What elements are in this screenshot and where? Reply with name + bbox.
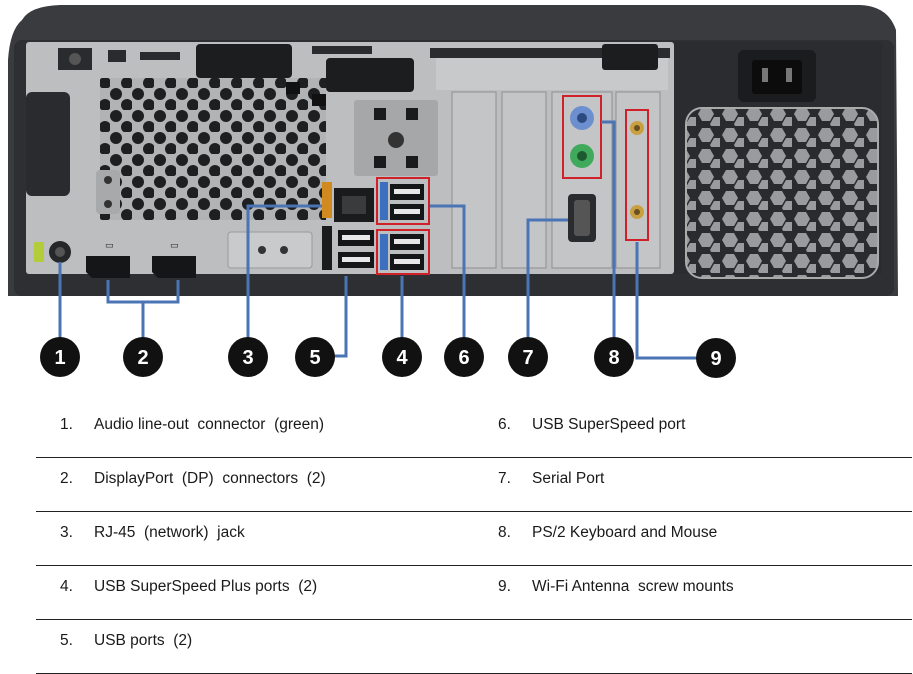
callout-number: 4	[396, 347, 408, 369]
callout-circle	[123, 337, 163, 377]
side-slot	[96, 170, 120, 214]
legend-item-1: 1.Audio line-out connector (green)	[60, 416, 325, 433]
svg-text:▭: ▭	[170, 241, 179, 251]
legend-row: 5.USB ports (2)	[36, 620, 912, 674]
callout-badge-8: 8	[594, 337, 634, 377]
usb-superspeed-port[interactable]	[376, 177, 430, 225]
callout-badge-4: 4	[382, 337, 422, 377]
usb-ports[interactable]	[322, 226, 374, 270]
top-latches	[58, 44, 414, 106]
callout-badge-6: 6	[444, 337, 484, 377]
callout-badges: 1 2 3 4 5 6 7 8 9	[40, 337, 736, 378]
callout-badge-3: 3	[228, 337, 268, 377]
callout-circle	[444, 337, 484, 377]
callout-number: 9	[710, 348, 721, 370]
screw	[104, 176, 112, 184]
lock-plate	[354, 100, 438, 176]
callout-circle	[696, 338, 736, 378]
legend-item-8: 8.PS/2 Keyboard and Mouse	[498, 524, 718, 541]
wifi-antenna-screw-mounts[interactable]	[625, 109, 649, 241]
svg-text:▭: ▭	[105, 241, 114, 251]
legend-item-6: 6.USB SuperSpeed port	[498, 416, 686, 433]
legend-row: 2.DisplayPort (DP) connectors (2) 7.Seri…	[36, 458, 912, 512]
callout-badge-9: 9	[696, 338, 736, 378]
callout-badge-5: 5	[295, 337, 335, 377]
legend-item-2: 2.DisplayPort (DP) connectors (2)	[60, 470, 326, 487]
left-handle	[26, 92, 70, 196]
callout-number: 6	[458, 347, 469, 369]
audio-line-out-connector[interactable]	[34, 241, 71, 263]
callout-badge-1: 1	[40, 337, 80, 377]
screw	[104, 200, 112, 208]
callout-circle	[228, 337, 268, 377]
legend-item-9: 9.Wi-Fi Antenna screw mounts	[498, 578, 734, 595]
callout-number: 8	[608, 347, 619, 369]
divider	[36, 619, 912, 620]
legend: 1.Audio line-out connector (green) 6.USB…	[0, 404, 913, 674]
legend-row: 1.Audio line-out connector (green) 6.USB…	[36, 404, 912, 458]
fan-grille	[685, 107, 879, 279]
legend-item-4: 4.USB SuperSpeed Plus ports (2)	[60, 578, 318, 595]
dot-vent-grille	[100, 78, 326, 220]
rj45-network-jack[interactable]	[322, 182, 374, 222]
usb-superspeed-plus-ports[interactable]	[376, 229, 430, 275]
displayport-connectors[interactable]: ▭ ▭	[86, 241, 196, 278]
serial-port[interactable]	[568, 194, 596, 242]
callout-circle	[508, 337, 548, 377]
legend-item-7: 7.Serial Port	[498, 470, 605, 487]
legend-item-3: 3.RJ-45 (network) jack	[60, 524, 245, 541]
callout-number: 2	[137, 347, 148, 369]
legend-row: 4.USB SuperSpeed Plus ports (2) 9.Wi-Fi …	[36, 566, 912, 620]
divider	[36, 511, 912, 512]
computer-rear-panel-diagram: ▭ ▭	[8, 5, 898, 378]
divider	[36, 457, 912, 458]
callout-number: 1	[54, 347, 65, 369]
callout-number: 7	[522, 347, 533, 369]
callout-circle	[382, 337, 422, 377]
blank-plate	[227, 231, 313, 269]
callout-number: 5	[309, 347, 320, 369]
callout-number: 3	[242, 347, 253, 369]
power-socket	[738, 50, 816, 102]
divider	[36, 565, 912, 566]
leader-lines	[58, 120, 700, 360]
callout-badge-2: 2	[123, 337, 163, 377]
callout-circle	[295, 337, 335, 377]
callout-circle	[594, 337, 634, 377]
legend-row: 3.RJ-45 (network) jack 8.PS/2 Keyboard a…	[36, 512, 912, 566]
ps2-keyboard-mouse-ports[interactable]	[562, 95, 602, 179]
callout-circle	[40, 337, 80, 377]
callout-badge-7: 7	[508, 337, 548, 377]
legend-item-5: 5.USB ports (2)	[60, 632, 193, 649]
